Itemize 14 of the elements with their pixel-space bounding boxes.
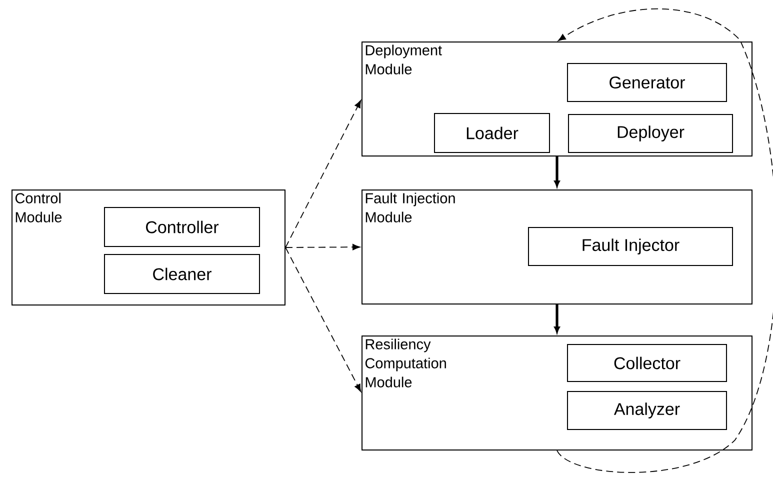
component-box: Fault Injector — [528, 227, 733, 266]
component-box: Collector — [567, 344, 727, 382]
component-box: Loader — [434, 113, 550, 153]
component-box: Generator — [567, 63, 727, 102]
component-box: Analyzer — [567, 391, 727, 430]
component-box: Deployer — [568, 114, 733, 153]
component-box: Controller — [104, 207, 260, 247]
arrow — [554, 156, 560, 187]
arrow — [556, 8, 773, 473]
arrow — [285, 247, 362, 392]
arrow — [285, 244, 360, 250]
component-box: Cleaner — [104, 254, 260, 294]
arrow — [554, 304, 560, 333]
arrow — [285, 100, 362, 248]
